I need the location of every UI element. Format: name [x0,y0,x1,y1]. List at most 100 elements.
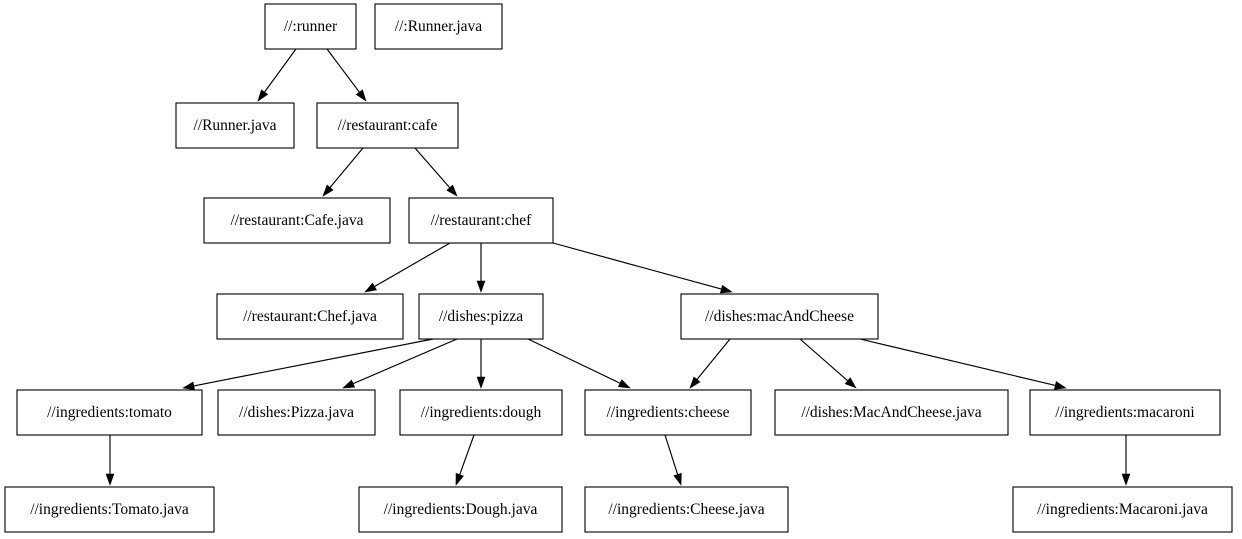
graph-node-chef[interactable]: //restaurant:chef [408,197,554,244]
node-label: //restaurant:chef [431,212,533,229]
edge-line [459,434,475,475]
graph-node-cafe_java[interactable]: //restaurant:Cafe.java [203,197,391,244]
graph-node-chef_java[interactable]: //restaurant:Chef.java [216,293,404,340]
node-label: //ingredients:Cheese.java [608,501,764,518]
node-box[interactable] [680,293,879,340]
graph-edge [342,338,458,389]
graph-edge [326,48,367,102]
node-label: //:runner [284,18,338,35]
edge-line [352,338,458,385]
edge-arrowhead [446,184,458,197]
graph-edge [476,339,486,389]
graph-node-cheese_java[interactable]: //ingredients:Cheese.java [584,486,789,533]
node-box[interactable] [16,389,203,436]
edge-line [696,338,731,380]
graph-node-pizza_java[interactable]: //dishes:Pizza.java [217,389,376,436]
graph-node-pizza[interactable]: //dishes:pizza [418,293,544,340]
node-box[interactable] [584,486,789,533]
node-box[interactable] [408,197,554,244]
edge-line [799,338,849,382]
graph-edge [859,338,1067,390]
graph-node-dough_java[interactable]: //ingredients:Dough.java [358,486,563,533]
node-box[interactable] [175,102,295,149]
node-box[interactable] [1029,389,1221,436]
edge-arrowhead [355,89,367,102]
node-label: //ingredients:tomato [47,404,172,421]
graph-node-macaroni_java[interactable]: //ingredients:Macaroni.java [1012,486,1233,533]
graph-node-cafe[interactable]: //restaurant:cafe [316,102,459,149]
edge-arrowhead [342,379,356,389]
node-box[interactable] [358,486,563,533]
node-box[interactable] [1012,486,1233,533]
edge-arrowhead [719,284,733,294]
graph-edge [799,338,857,389]
graph-edge [182,338,434,391]
graph-edge [527,338,631,389]
node-label: //Runner.java [193,117,276,134]
node-label: //ingredients:Tomato.java [30,501,189,518]
graph-node-mac_and_cheese_java[interactable]: //dishes:MacAndCheese.java [774,389,1009,436]
graph-edge [364,242,451,293]
edge-line [193,338,434,387]
edge-line [859,338,1056,387]
node-label: //dishes:pizza [439,308,523,325]
node-label: //ingredients:Dough.java [384,501,538,518]
nodes-layer: //:runner //:Runner.java //Runner.java //re… [4,3,1233,533]
graph-node-runner_java[interactable]: //Runner.java [175,102,295,149]
node-label: //restaurant:Cafe.java [231,212,364,229]
edge-arrowhead [476,280,486,293]
graph-node-mac_and_cheese[interactable]: //dishes:macAndCheese [680,293,879,340]
node-label: //ingredients:macaroni [1055,404,1195,421]
edge-line [527,338,621,384]
edge-line [664,434,679,475]
node-box[interactable] [4,486,215,533]
node-label: //dishes:macAndCheese [705,308,854,325]
edge-arrowhead [689,376,701,389]
graph-edge [105,435,115,486]
graph-node-runner[interactable]: //:runner [264,3,357,50]
edge-arrowhead [364,282,377,293]
node-label: //ingredients:dough [421,404,542,421]
graph-edge [552,242,733,294]
node-box[interactable] [584,389,752,436]
edge-arrowhead [105,473,115,486]
graph-node-tomato_java[interactable]: //ingredients:Tomato.java [4,486,215,533]
node-label: //restaurant:Chef.java [243,308,377,325]
node-box[interactable] [217,389,376,436]
graph-node-macaroni[interactable]: //ingredients:macaroni [1029,389,1221,436]
graph-edge [455,434,475,486]
node-box[interactable] [216,293,404,340]
node-label: //dishes:MacAndCheese.java [801,404,981,421]
node-box[interactable] [264,3,357,50]
edge-line [326,48,360,93]
edge-line [414,147,451,189]
graph-edge [257,48,297,102]
graph-edge [1121,434,1131,486]
graph-node-cheese[interactable]: //ingredients:cheese [584,389,752,436]
graph-edge [664,434,682,486]
node-label: //dishes:Pizza.java [239,404,354,421]
node-box[interactable] [316,102,459,149]
node-label: //:Runner.java [395,18,483,35]
graph-node-dough[interactable]: //ingredients:dough [399,389,563,436]
node-box[interactable] [203,197,391,244]
node-box[interactable] [399,389,563,436]
edge-arrowhead [1054,381,1067,390]
graph-node-tomato[interactable]: //ingredients:tomato [16,389,203,436]
edges-layer [105,48,1131,486]
node-box[interactable] [418,293,544,340]
edge-line [264,48,297,93]
node-box[interactable] [374,3,503,50]
node-label: //ingredients:Macaroni.java [1037,501,1208,518]
edge-line [329,147,364,188]
edge-arrowhead [455,472,464,486]
graph-edge [414,147,458,197]
edge-arrowhead [322,184,334,197]
node-label: //ingredients:cheese [606,404,729,421]
graph-node-root_runner_java[interactable]: //:Runner.java [374,3,503,50]
edge-arrowhead [476,376,486,389]
node-box[interactable] [774,389,1009,436]
edge-arrowhead [1121,473,1131,486]
graph-edge [322,147,364,197]
